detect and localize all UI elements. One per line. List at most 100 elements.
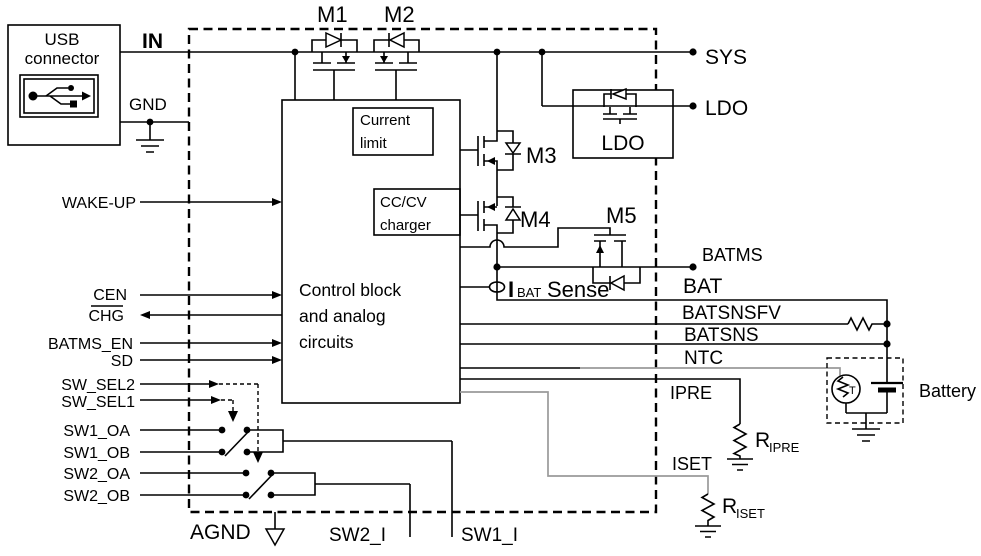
r-ipre-subscript: IPRE <box>769 440 800 455</box>
r-ipre-resistor-and-ground <box>727 423 753 471</box>
sw1-blade <box>224 430 250 457</box>
pin-label-batms-en: BATMS_EN <box>48 336 133 353</box>
pin-label-sw1-ob: SW1_OB <box>63 445 130 462</box>
m3-diode-icon <box>504 142 522 155</box>
pin-label-wake-up: WAKE-UP <box>62 195 136 212</box>
m2-diode-icon <box>388 31 405 49</box>
usb-label-line1: USB <box>45 30 80 49</box>
left-pin-wires <box>140 198 282 463</box>
m5-mosfet-icon <box>460 227 626 267</box>
agnd-ground <box>264 512 286 547</box>
cccv-charger-box <box>373 188 461 236</box>
m4-diode-icon <box>504 207 522 221</box>
transistor-label-m4: M4 <box>520 207 551 232</box>
pin-label-sd: SD <box>111 353 133 370</box>
thermistor-t-label: T <box>849 385 856 397</box>
gnd-ground-symbol <box>136 118 164 153</box>
batms-en-arrow <box>272 339 282 347</box>
current-limit-label-line2: limit <box>360 135 387 152</box>
ibat-sense-symbol: I <box>508 277 514 302</box>
transistor-label-m3: M3 <box>526 143 557 168</box>
pin-label-agnd: AGND <box>190 521 251 544</box>
switch-sw2 <box>140 472 411 537</box>
agnd-triangle-icon <box>264 528 286 547</box>
m3-mosfet-icon <box>460 52 498 206</box>
pin-label-bat: BAT <box>683 275 722 298</box>
battery-label: Battery <box>919 381 976 401</box>
m1-arrow <box>342 56 350 63</box>
r-iset-resistor-and-ground <box>695 493 721 538</box>
m4-mosfet-icon <box>460 201 498 267</box>
control-block-box <box>281 99 461 404</box>
usb-trident-icon <box>28 85 91 108</box>
m2-mosfet-icon <box>375 52 417 100</box>
pin-label-sw-sel1: SW_SEL1 <box>61 394 135 411</box>
chg-arrow <box>140 311 150 319</box>
pin-label-chg: CHG <box>88 308 124 325</box>
ibat-sense-probe-icon <box>488 281 506 293</box>
sw-sel2-control-dashed <box>219 383 259 452</box>
ldo-block-label: LDO <box>601 132 644 155</box>
ibat-sense-subscript: BAT <box>517 285 541 300</box>
pin-label-sys: SYS <box>705 46 747 69</box>
m4-arrow <box>487 203 495 211</box>
pin-label-sw2-i: SW2_I <box>329 525 386 546</box>
pin-label-batms: BATMS <box>702 245 763 265</box>
cccv-charger-label-line1: CC/CV <box>380 194 427 211</box>
transistor-m4 <box>460 196 522 267</box>
control-block-label-line2: and analog <box>299 306 386 326</box>
cen-arrow <box>272 291 282 299</box>
r-iset-symbol: R <box>722 495 737 518</box>
pin-label-in: IN <box>142 30 163 53</box>
transistor-m3 <box>460 52 522 206</box>
pin-label-sw-sel2: SW_SEL2 <box>61 377 135 394</box>
usb-icon-outer-frame <box>19 74 99 118</box>
control-block-label-line1: Control block <box>299 280 401 300</box>
sw2-common-wire <box>271 472 411 537</box>
usb-icon-inner-frame <box>23 78 95 114</box>
ldo-diode-icon <box>610 87 627 101</box>
sw-sel1-control-dashed <box>221 399 234 411</box>
pin-label-ipre: IPRE <box>670 383 712 403</box>
pin-label-ntc: NTC <box>684 348 723 369</box>
transistor-m2 <box>373 31 420 100</box>
usb-connector: USB connector <box>7 24 121 146</box>
ipre-wire <box>460 378 741 424</box>
sw1-common-wire <box>247 429 453 537</box>
sw-sel1-down-arrow <box>228 411 238 422</box>
pin-label-batsns: BATSNS <box>684 325 759 346</box>
transistor-m1 <box>311 31 358 100</box>
m5-diode-icon <box>609 274 625 292</box>
iset-wire-gray <box>460 391 709 494</box>
ldo-mosfet-icon <box>603 107 637 124</box>
sw-sel2-down-arrow <box>253 452 263 463</box>
switch-sw1 <box>140 429 453 537</box>
ntc-wire-gray <box>580 367 841 377</box>
battery-sense-nets <box>460 316 887 538</box>
sw1-input-wires <box>140 429 222 453</box>
sd-arrow <box>272 356 282 364</box>
ic-boundary <box>187 27 658 514</box>
transistor-label-m5: M5 <box>606 203 637 228</box>
pin-label-sw2-oa: SW2_OA <box>63 466 130 483</box>
battery-pack: T <box>826 357 904 442</box>
current-limit-label-line1: Current <box>360 112 411 129</box>
pin-label-iset: ISET <box>672 454 712 474</box>
battery-pack-box <box>826 357 904 424</box>
r-ipre-symbol: R <box>755 429 770 452</box>
sw-sel2-arrow <box>209 380 219 388</box>
m2-arrow <box>380 56 388 63</box>
pin-label-ldo: LDO <box>705 97 748 120</box>
m1-diode-icon <box>325 31 343 49</box>
usb-connector-box <box>7 24 121 146</box>
thermistor-zigzag <box>835 376 851 398</box>
m1-mosfet-icon <box>313 52 355 100</box>
pin-label-gnd: GND <box>129 95 167 114</box>
control-block-label-line3: circuits <box>299 332 354 352</box>
sw2-blade <box>248 473 274 500</box>
pin-label-sw1-oa: SW1_OA <box>63 423 130 440</box>
ldo-block: LDO <box>542 87 693 159</box>
pin-label-sw2-ob: SW2_OB <box>63 488 130 505</box>
